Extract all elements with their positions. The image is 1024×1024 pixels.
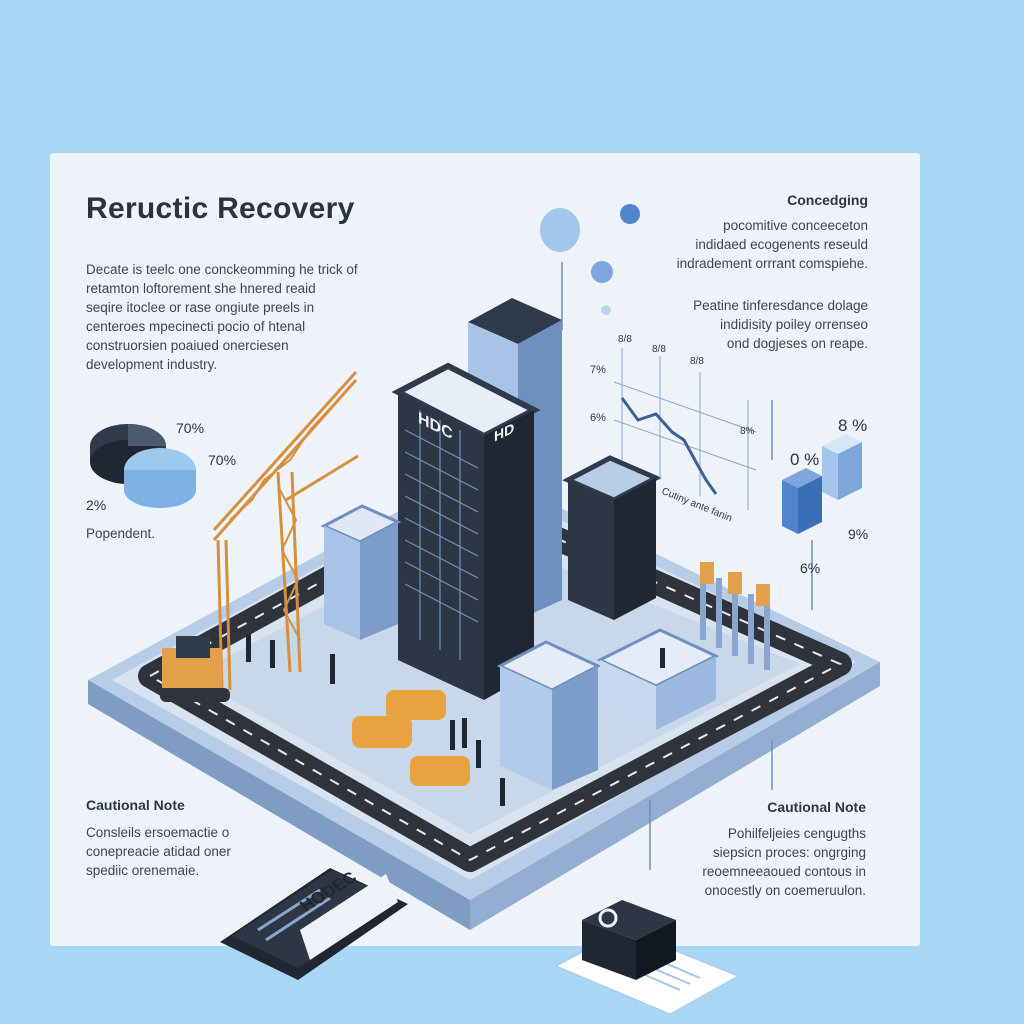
bar-front: [782, 468, 822, 488]
bar-label-top: 8 %: [838, 416, 868, 435]
main-tower: [391, 362, 541, 700]
line-chart-tick-top-3: 8/8: [690, 356, 704, 367]
front-building: [496, 628, 720, 790]
brochure: [220, 868, 408, 980]
decorative-bubbles: [540, 204, 640, 315]
right-heading: Concedging: [787, 192, 868, 208]
bar-label-left: 0 %: [790, 450, 820, 469]
right-paragraph-2: Peatine tinferesdance dolage indidisity …: [693, 298, 868, 351]
line-chart: [613, 348, 757, 510]
leader-lines: [561, 262, 813, 870]
page-title: Reructic Recovery: [86, 192, 355, 225]
right-paragraph-1: pocomitive conceeceton indidaed ecogenen…: [676, 218, 868, 271]
dark-box: [582, 900, 676, 980]
intro-paragraph: Decate is teelc one conckeomming he tric…: [86, 262, 358, 372]
excavator: [160, 636, 230, 702]
pie-chart: [90, 424, 196, 508]
right-tower: [562, 455, 662, 620]
pie-label-2: 70%: [208, 452, 237, 468]
people: [246, 634, 665, 806]
line-chart-tick-top-2: 8/8: [652, 344, 666, 355]
left-building: [320, 504, 402, 640]
pie-label-1: 70%: [176, 420, 205, 436]
bar-label-right: 9%: [848, 526, 869, 542]
bar-chart: [782, 434, 862, 534]
bottom-left-paragraph: Consleils ersoemactie o conepreacie atid…: [86, 825, 231, 878]
construction-columns: [700, 562, 770, 670]
bottom-right-heading: Cautional Note: [767, 799, 866, 815]
bottom-left-heading: Cautional Note: [86, 797, 185, 813]
line-chart-tick-mid-2: 6%: [590, 412, 606, 424]
pie-caption: Popendent.: [86, 526, 156, 541]
line-chart-tick-top-1: 8/8: [618, 334, 632, 345]
cars: [352, 690, 470, 786]
line-series: [620, 397, 718, 495]
line-chart-tick-mid-1: 7%: [590, 364, 606, 376]
pie-label-3: 2%: [86, 497, 107, 513]
bar-label-bottom: 6%: [800, 560, 821, 576]
bottom-right-paragraph: Pohilfeljeies cengugths siepsicn proces:…: [702, 826, 866, 898]
line-chart-tick-mid-3: 8%: [740, 426, 755, 437]
